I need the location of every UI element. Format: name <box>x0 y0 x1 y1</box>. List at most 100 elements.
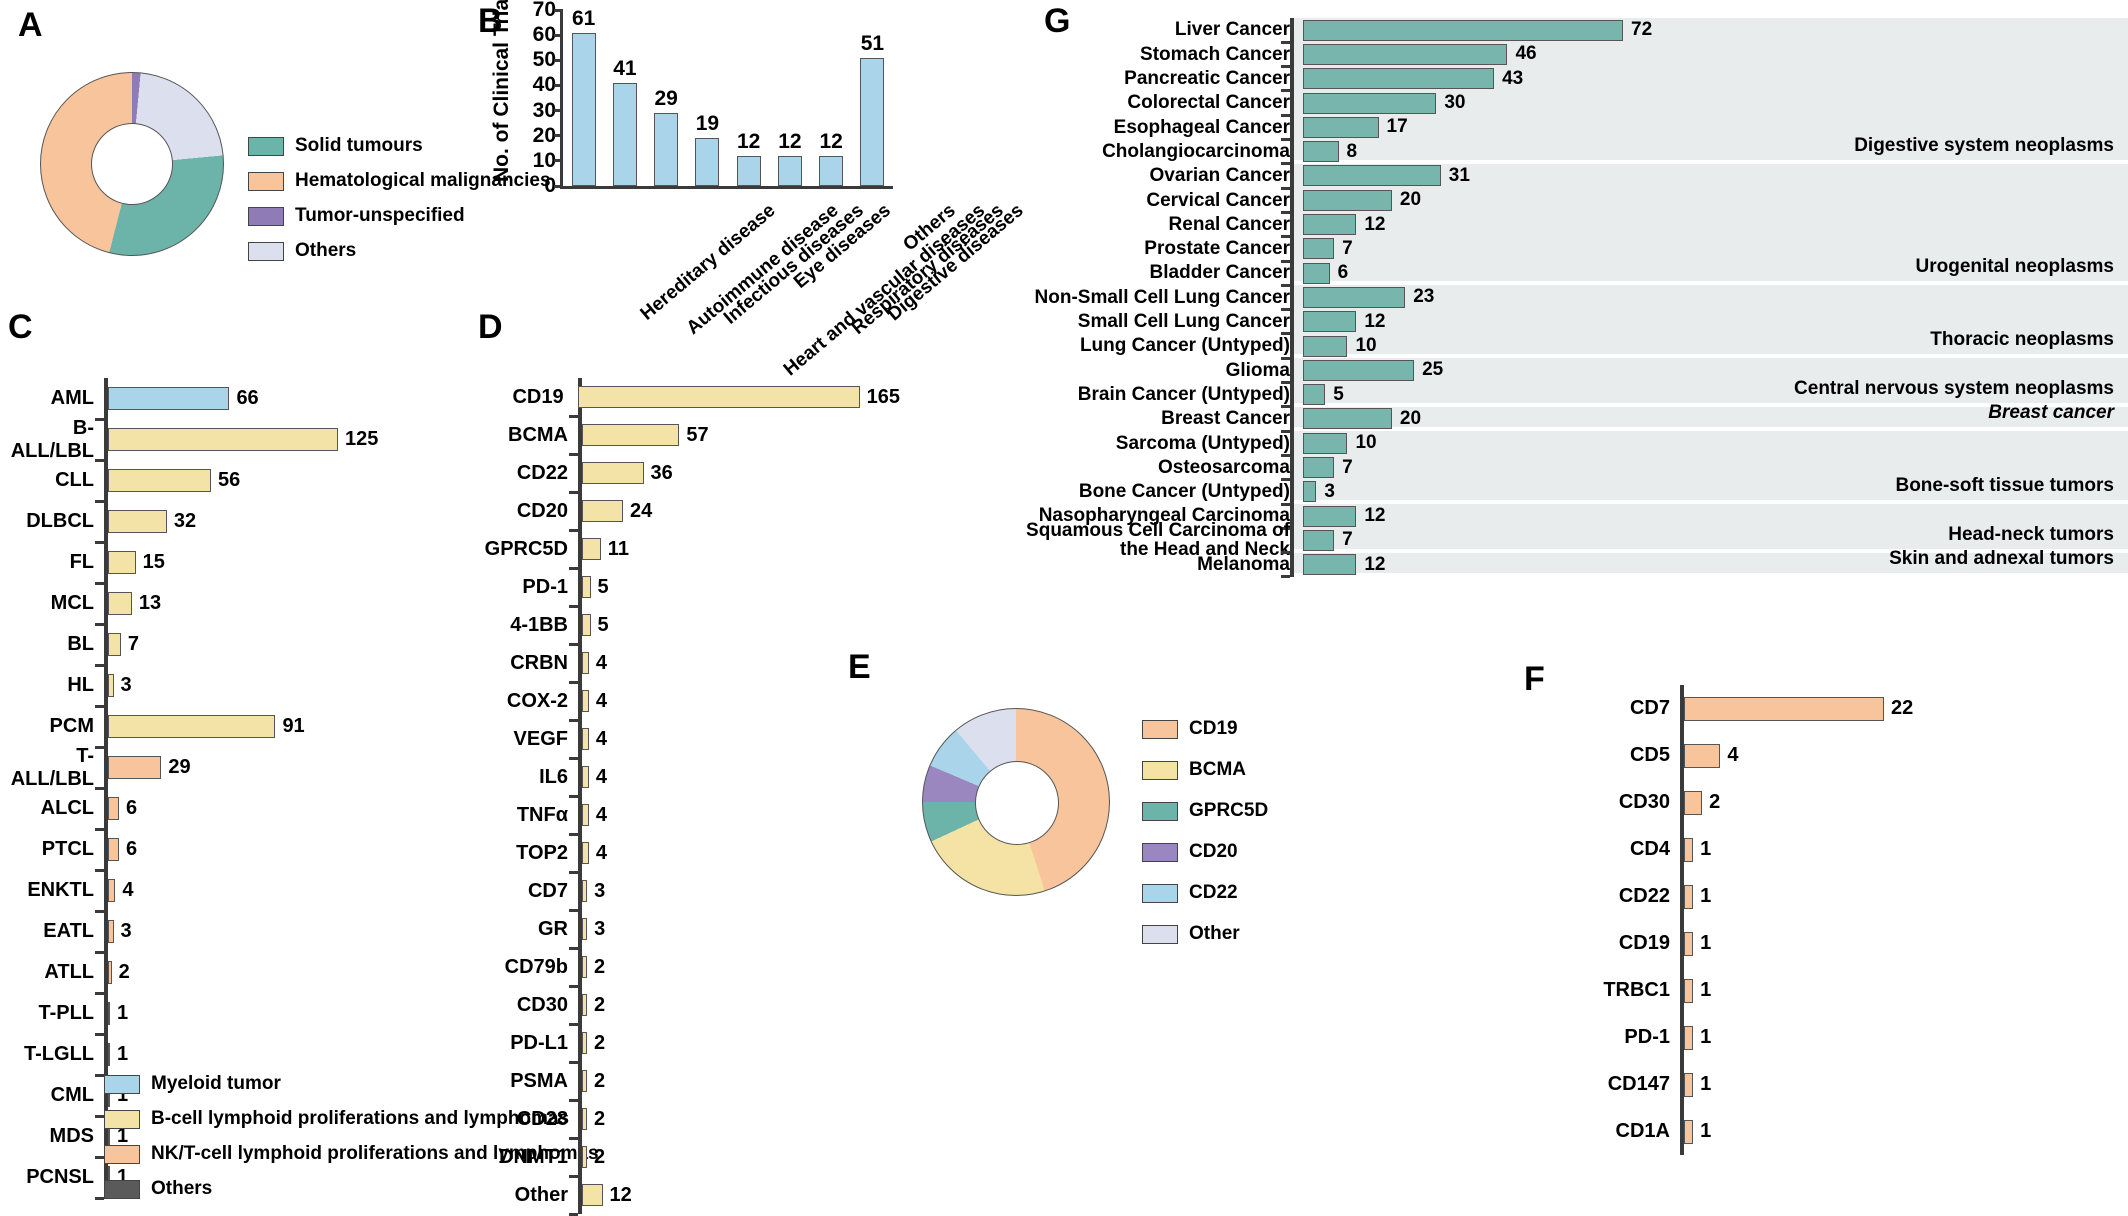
bar[interactable] <box>1303 311 1357 333</box>
bar[interactable] <box>582 956 587 978</box>
bar[interactable] <box>582 766 589 788</box>
y-tick-mark <box>569 1022 578 1026</box>
bar-track: 4 <box>1684 743 2128 768</box>
bar[interactable] <box>582 1032 587 1054</box>
bar[interactable] <box>1303 529 1335 551</box>
bar[interactable] <box>1303 286 1406 308</box>
bar[interactable] <box>1303 43 1508 65</box>
bar-category-label: Brain Cancer (Untyped) <box>1077 383 1290 405</box>
bar[interactable] <box>1303 68 1495 90</box>
bar[interactable] <box>819 155 844 186</box>
bar[interactable] <box>582 842 589 864</box>
bar[interactable] <box>736 155 761 186</box>
bar[interactable] <box>582 1108 587 1130</box>
bar[interactable] <box>108 469 212 492</box>
bar[interactable] <box>108 510 167 533</box>
bar[interactable] <box>1684 1119 1694 1144</box>
bar[interactable] <box>582 424 680 446</box>
bar[interactable] <box>582 500 624 522</box>
bar-track: 4 <box>582 652 900 675</box>
bar[interactable] <box>1303 554 1357 576</box>
bar[interactable] <box>1684 790 1703 815</box>
bar[interactable] <box>1303 359 1415 381</box>
bar[interactable] <box>1684 743 1721 768</box>
bar[interactable] <box>582 538 601 560</box>
bar[interactable] <box>612 82 637 186</box>
bar-track: 10 <box>1303 335 2128 357</box>
bar[interactable] <box>582 804 589 826</box>
bar[interactable] <box>582 462 644 484</box>
bar[interactable] <box>108 592 132 615</box>
bar[interactable] <box>108 1002 110 1025</box>
bar[interactable] <box>582 1184 603 1206</box>
bar[interactable] <box>582 1146 587 1168</box>
y-tick-mark <box>554 83 563 87</box>
bar[interactable] <box>1303 189 1392 211</box>
bar[interactable] <box>777 155 802 186</box>
bar[interactable] <box>1684 884 1694 909</box>
bar[interactable] <box>108 920 114 943</box>
bar[interactable] <box>1684 837 1694 862</box>
bar[interactable] <box>1303 408 1392 430</box>
bar[interactable] <box>582 614 591 636</box>
bar[interactable] <box>860 57 885 186</box>
bar[interactable] <box>582 690 589 712</box>
bar-track: 43 <box>1303 68 2128 90</box>
bar[interactable] <box>577 386 860 408</box>
bar[interactable] <box>108 674 114 697</box>
bar[interactable] <box>108 1043 110 1066</box>
bar[interactable] <box>1303 165 1441 187</box>
bar[interactable] <box>1303 92 1437 114</box>
bar[interactable] <box>108 715 276 738</box>
bar[interactable] <box>108 633 121 656</box>
y-tick-mark <box>569 528 578 532</box>
bar[interactable] <box>582 1070 587 1092</box>
bar-category-label: Cholangiocarcinoma <box>1102 140 1290 162</box>
legend-item: Myeloid tumor <box>104 1073 599 1095</box>
bar[interactable] <box>1684 1025 1694 1050</box>
bar[interactable] <box>1303 384 1326 406</box>
bar[interactable] <box>582 994 587 1016</box>
legend-swatch <box>1142 883 1178 903</box>
bar[interactable] <box>582 652 589 674</box>
bar[interactable] <box>1303 432 1348 454</box>
bar[interactable] <box>582 880 588 902</box>
y-tick-mark <box>95 868 104 872</box>
panel-f-label: F <box>1524 660 1545 698</box>
bar[interactable] <box>695 138 720 186</box>
bar[interactable] <box>1684 696 1884 721</box>
bar[interactable] <box>1684 978 1694 1003</box>
bar[interactable] <box>582 728 589 750</box>
bar[interactable] <box>1303 141 1339 163</box>
y-tick-mark <box>1281 235 1290 239</box>
bar[interactable] <box>108 387 230 410</box>
bar[interactable] <box>1303 457 1335 479</box>
bar[interactable] <box>654 113 679 186</box>
bar[interactable] <box>571 32 596 186</box>
bar[interactable] <box>582 918 588 940</box>
bar[interactable] <box>1684 931 1694 956</box>
bar[interactable] <box>108 879 116 902</box>
bar[interactable] <box>108 756 162 779</box>
bar[interactable] <box>1303 505 1357 527</box>
bar[interactable] <box>108 838 120 861</box>
bar[interactable] <box>1303 335 1348 357</box>
bar[interactable] <box>108 428 338 451</box>
bar[interactable] <box>1303 214 1357 236</box>
bar[interactable] <box>108 551 136 574</box>
bar[interactable] <box>582 576 591 598</box>
bar[interactable] <box>1303 481 1317 503</box>
bar[interactable] <box>1303 116 1379 138</box>
bar[interactable] <box>108 797 120 820</box>
bar[interactable] <box>1303 238 1335 260</box>
bar[interactable] <box>1303 262 1330 284</box>
y-tick-mark <box>95 622 104 626</box>
bar[interactable] <box>108 961 112 984</box>
bar[interactable] <box>1303 19 1623 41</box>
bar[interactable] <box>1684 1072 1694 1097</box>
